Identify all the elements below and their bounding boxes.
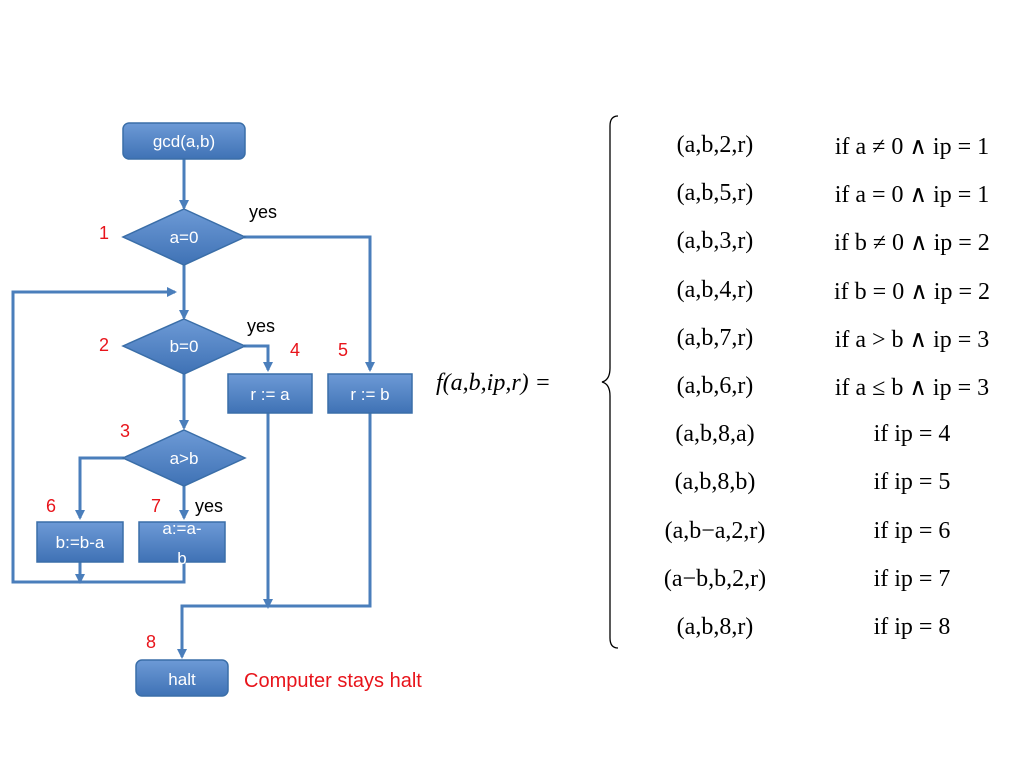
step-label-4: 4	[290, 340, 301, 360]
case-expression: (a,b,2,r)	[676, 132, 754, 158]
decision-a-equals-0: a=0	[121, 208, 247, 266]
formula-brace	[601, 115, 619, 649]
case-expression: (a,b,3,r)	[676, 228, 754, 255]
yes-label-a0: yes	[249, 202, 278, 222]
box-r-assign-a: r := a	[227, 373, 313, 414]
halt-note: Computer stays halt	[244, 670, 422, 692]
case-expression: (a,b,6,r)	[676, 373, 754, 399]
box-r-assign-b-label: r := b	[350, 385, 389, 404]
case-condition: if b = 0 ∧ ip = 2	[834, 278, 990, 305]
yes-label-agtb: yes	[195, 496, 224, 516]
case-condition: if ip = 6	[873, 517, 951, 544]
step-label-1: 1	[99, 223, 110, 243]
arrow-a0-yes-to-rb	[244, 235, 375, 372]
box-r-assign-a-label: r := a	[250, 385, 290, 404]
box-a-minus-b: a:=a- b	[138, 519, 226, 568]
formula-lhs: f(a,b,ip,r) =	[436, 370, 551, 396]
start-node-label: gcd(a,b)	[153, 132, 215, 151]
case-condition: if ip = 8	[873, 614, 951, 640]
case-condition: if a > b ∧ ip = 3	[834, 326, 990, 353]
decision-a-greater-b-label: a>b	[170, 449, 199, 468]
step-label-8: 8	[146, 632, 157, 652]
halt-node: halt	[135, 659, 229, 697]
case-expression: (a,b,8,b)	[674, 469, 756, 496]
decision-b-equals-0: b=0	[121, 318, 247, 375]
case-condition: if a = 0 ∧ ip = 1	[834, 182, 990, 209]
case-expression: (a,b,5,r)	[676, 180, 754, 207]
arrow-rb-to-halt	[177, 413, 372, 659]
step-label-3: 3	[120, 421, 131, 441]
case-condition: if ip = 5	[873, 469, 951, 496]
case-condition: if ip = 4	[873, 421, 951, 448]
case-expression: (a,b,8,r)	[676, 614, 754, 640]
step-label-6: 6	[46, 496, 57, 516]
arrow-b0-yes-to-ra	[244, 344, 273, 372]
halt-node-label: halt	[168, 670, 196, 689]
start-node: gcd(a,b)	[122, 122, 246, 160]
box-b-minus-a: b:=b-a	[36, 521, 124, 563]
case-expression: (a,b,7,r)	[676, 324, 754, 351]
box-b-minus-a-label: b:=b-a	[56, 533, 105, 552]
decision-a-greater-b: a>b	[121, 429, 247, 487]
case-condition: if b ≠ 0 ∧ ip = 2	[834, 230, 990, 257]
step-label-5: 5	[338, 340, 349, 360]
case-expression: (a,b,8,a)	[675, 421, 755, 448]
step-label-2: 2	[99, 335, 110, 355]
box-a-minus-b-label-line2: b	[177, 549, 186, 568]
case-expression: (a,b,4,r)	[676, 276, 754, 303]
case-expression: (a,b−a,2,r)	[664, 517, 766, 544]
case-condition: if ip = 7	[873, 565, 951, 592]
case-condition: if a ≤ b ∧ ip = 3	[834, 375, 990, 401]
case-condition: if a ≠ 0 ∧ ip = 1	[834, 134, 990, 160]
yes-label-b0: yes	[247, 316, 276, 336]
box-r-assign-b: r := b	[327, 373, 413, 414]
case-expression: (a−b,b,2,r)	[663, 565, 767, 592]
decision-a-equals-0-label: a=0	[170, 228, 199, 247]
arrow-loop-back	[11, 287, 186, 584]
box-a-minus-b-label-line1: a:=a-	[162, 519, 201, 538]
step-label-7: 7	[151, 496, 162, 516]
arrow-agtb-left-to-bminusa	[75, 456, 124, 520]
decision-b-equals-0-label: b=0	[170, 337, 199, 356]
